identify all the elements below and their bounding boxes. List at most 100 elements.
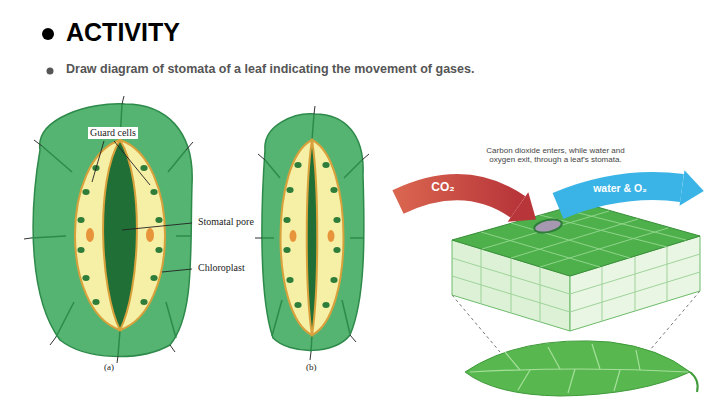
slide-title: ACTIVITY <box>66 18 180 47</box>
drawing-part <box>465 341 690 396</box>
chloroplast <box>330 187 337 193</box>
drawing-part <box>75 140 120 330</box>
drawing-part <box>117 356 118 363</box>
chloroplast <box>77 217 84 223</box>
drawing-part <box>176 235 191 237</box>
drawing-part <box>481 232 600 267</box>
drawing-part <box>680 170 704 206</box>
chloroplast <box>140 165 147 171</box>
drawing-part <box>533 217 563 235</box>
drawing-part <box>344 160 362 178</box>
chloroplast <box>155 247 162 253</box>
figure-caption: Carbon dioxide enters, while water and o… <box>478 146 633 164</box>
bullet <box>47 68 54 75</box>
chloroplast <box>92 299 99 305</box>
drawing-part <box>518 370 530 390</box>
drawing-part <box>540 267 541 322</box>
drawing-part <box>311 335 312 352</box>
drawing-part <box>258 154 265 160</box>
drawing-part <box>667 246 668 301</box>
drawing-part <box>540 228 668 267</box>
drawing-part <box>511 219 638 258</box>
instruction-text: Draw diagram of stomata of a leaf indica… <box>66 62 474 76</box>
drawing-part <box>186 142 193 150</box>
chloroplast <box>333 217 340 223</box>
co2-arrow <box>398 187 536 222</box>
chloroplasts <box>77 162 340 308</box>
drawing-part <box>342 300 350 334</box>
drawing-part <box>290 230 297 242</box>
drawing-part <box>362 154 369 160</box>
drawing-part <box>328 230 335 242</box>
drawing-part <box>31 104 191 356</box>
drawing-part <box>350 335 356 342</box>
drawing-part <box>262 114 364 351</box>
drawing-part <box>636 350 640 370</box>
drawing-part <box>452 272 700 312</box>
drawing-part <box>481 249 482 304</box>
drawing-part <box>255 238 262 239</box>
drawing-part <box>563 209 686 240</box>
drawing-part <box>168 150 186 172</box>
bullet <box>42 28 54 40</box>
chloroplast <box>294 162 301 168</box>
part-label: Stomatal pore <box>196 216 256 228</box>
drawing-part <box>505 352 520 370</box>
chloroplast <box>322 302 329 308</box>
drawing-part <box>170 345 175 352</box>
chloroplast <box>82 275 89 281</box>
chloroplast <box>77 247 84 253</box>
drawing-part <box>635 256 636 311</box>
drawing-part <box>511 258 512 313</box>
drawing-part <box>262 237 274 239</box>
chloroplast <box>322 162 329 168</box>
drawing-part <box>114 141 150 185</box>
drawing-part <box>42 146 72 172</box>
drawing-part <box>482 211 609 249</box>
drawing-part <box>265 160 280 178</box>
drawing-part <box>122 96 124 104</box>
chloroplast <box>283 247 290 253</box>
drawing-part <box>56 302 74 337</box>
chloroplast <box>150 189 157 195</box>
drawing-part <box>398 187 518 207</box>
drawing-part <box>470 369 688 372</box>
drawing-part <box>690 372 698 392</box>
drawing-part <box>602 266 603 321</box>
drawing-part <box>568 369 575 393</box>
open-stoma <box>24 96 193 363</box>
drawing-part <box>312 140 344 335</box>
drawing-part <box>24 238 31 239</box>
drawing-part <box>255 106 369 360</box>
chloroplast <box>140 299 147 305</box>
drawing-part <box>312 114 314 140</box>
drawing-part <box>33 104 192 357</box>
drawing-part <box>314 106 315 114</box>
figure-letter: (a) <box>104 362 114 372</box>
drawing-part <box>122 223 192 230</box>
drawing-part <box>350 237 364 239</box>
drawing-part <box>508 192 536 222</box>
chloroplast <box>286 187 293 193</box>
drawing-part <box>34 140 42 146</box>
drawing-part <box>548 347 560 369</box>
part-label: Chloroplast <box>196 262 247 274</box>
drawing-part <box>262 114 364 352</box>
part-label: Guard cells <box>88 127 138 139</box>
drawing-part <box>92 141 104 182</box>
drawing-part <box>86 228 94 242</box>
leader-lines <box>92 141 192 272</box>
drawing-part <box>162 269 192 272</box>
chloroplast <box>82 189 89 195</box>
drawing-part <box>24 96 193 363</box>
drawing-part <box>50 337 56 345</box>
drawing-part <box>166 302 176 338</box>
chloroplast <box>333 247 340 253</box>
figure-letter: (b) <box>306 362 317 372</box>
drawing-part <box>31 236 66 238</box>
chloroplast <box>150 275 157 281</box>
drawing-part <box>146 228 154 242</box>
drawing-part <box>614 370 620 391</box>
drawing-part <box>310 352 311 360</box>
